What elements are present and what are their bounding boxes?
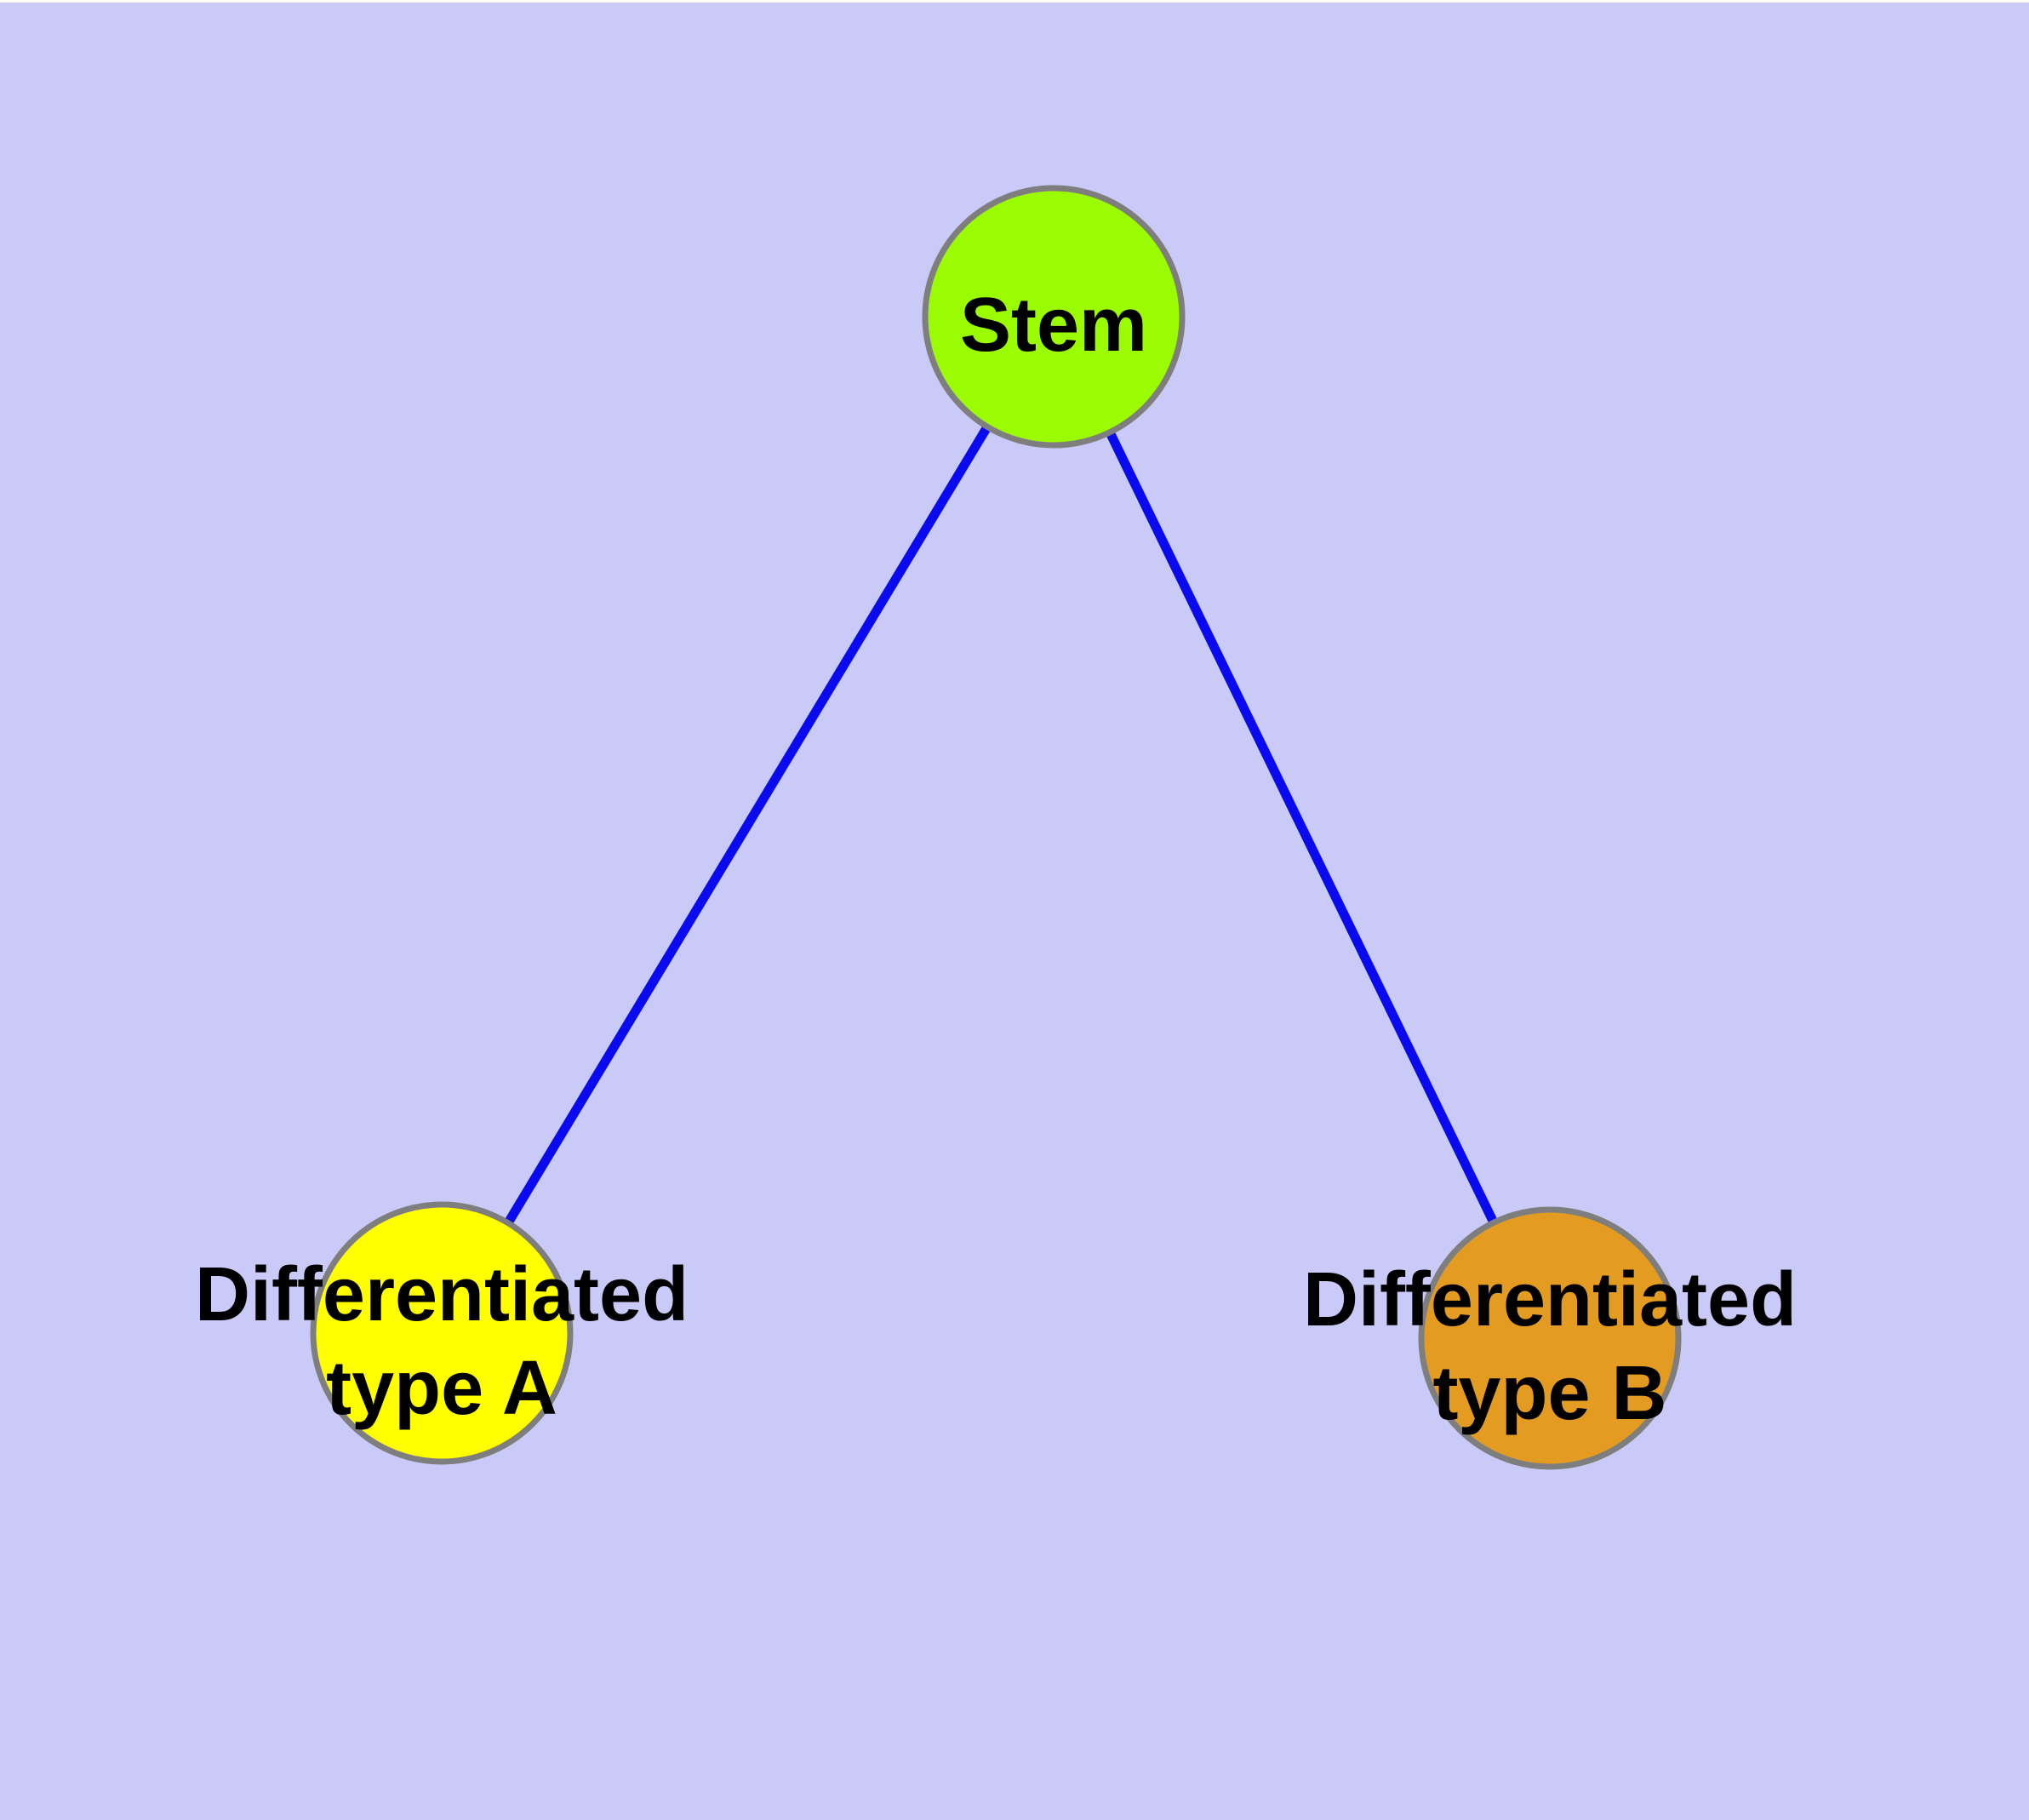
edge-stem-type-b xyxy=(1049,314,1554,1341)
edge-stem-type-a xyxy=(437,314,1058,1336)
top-border-strip xyxy=(0,0,2029,3)
node-circle-type-b xyxy=(1418,1206,1682,1470)
node-circle-stem xyxy=(922,185,1186,449)
node-circle-type-a xyxy=(310,1201,574,1465)
